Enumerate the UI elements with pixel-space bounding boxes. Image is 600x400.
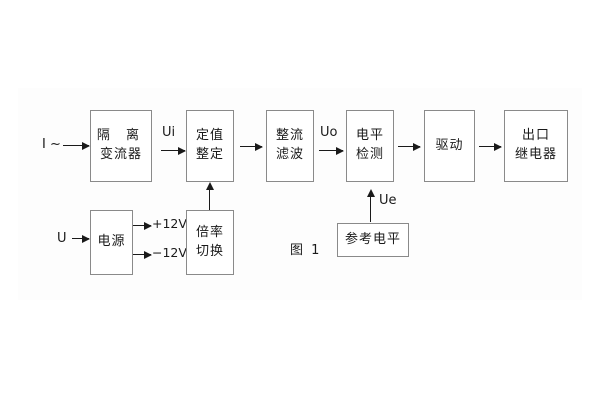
block-rectify-filter-line1: 整流	[275, 128, 304, 144]
arrow-setting-to-rectify	[240, 142, 263, 151]
figure-caption: 图 1	[290, 243, 322, 258]
block-output-relay-line1: 出口	[521, 128, 550, 144]
signal-minus12-label: −12V	[152, 245, 187, 260]
arrow-level-detect-to-drive	[398, 142, 421, 151]
block-level-detect-line2: 检测	[355, 147, 384, 162]
block-setting-line2: 整定	[195, 147, 224, 162]
block-power-supply[interactable]: 电源	[90, 210, 133, 275]
block-rectify-filter[interactable]: 整流 滤波	[266, 110, 314, 182]
block-drive-line1: 驱动	[435, 137, 464, 153]
arrow-rectify-to-level-detect	[319, 146, 344, 155]
block-rectify-filter-line2: 滤波	[275, 147, 304, 162]
block-reference-level[interactable]: 参考电平	[337, 223, 409, 257]
arrow-power-plus12	[133, 221, 152, 230]
block-ratio-switch-line1: 倍率	[195, 224, 224, 240]
arrow-drive-to-output-relay	[479, 142, 502, 151]
input-voltage-label: U	[57, 231, 67, 246]
block-power-supply-line1: 电源	[97, 234, 126, 250]
arrow-ratio-switch-to-setting	[205, 182, 214, 210]
signal-ue-label: Ue	[379, 193, 397, 208]
signal-uo-label: Uo	[320, 125, 338, 140]
block-setting-line1: 定值	[195, 128, 224, 144]
arrow-isolation-to-setting	[161, 146, 186, 155]
arrow-voltage-to-power-supply	[72, 234, 90, 243]
block-ratio-switch-line2: 切换	[195, 243, 224, 259]
block-level-detect[interactable]: 电平 检测	[346, 110, 394, 182]
block-isolation-ct[interactable]: 隔 离 变流器	[90, 110, 152, 182]
arrow-current-to-isolation	[63, 141, 90, 150]
block-output-relay-line2: 继电器	[514, 147, 557, 162]
input-current-label: I ~	[42, 137, 61, 152]
arrow-power-minus12	[133, 250, 152, 259]
block-ratio-switch[interactable]: 倍率 切换	[186, 210, 234, 275]
arrow-reference-to-level-detect	[366, 189, 375, 222]
block-drive[interactable]: 驱动	[424, 110, 475, 182]
block-level-detect-line1: 电平	[355, 128, 384, 144]
signal-ui-label: Ui	[162, 125, 176, 140]
block-output-relay[interactable]: 出口 继电器	[504, 110, 568, 182]
block-isolation-ct-line1: 隔 离	[96, 128, 146, 144]
block-isolation-ct-line2: 变流器	[99, 147, 142, 162]
block-reference-level-line1: 参考电平	[344, 231, 401, 247]
block-setting[interactable]: 定值 整定	[186, 110, 234, 182]
signal-plus12-label: +12V	[152, 216, 187, 231]
